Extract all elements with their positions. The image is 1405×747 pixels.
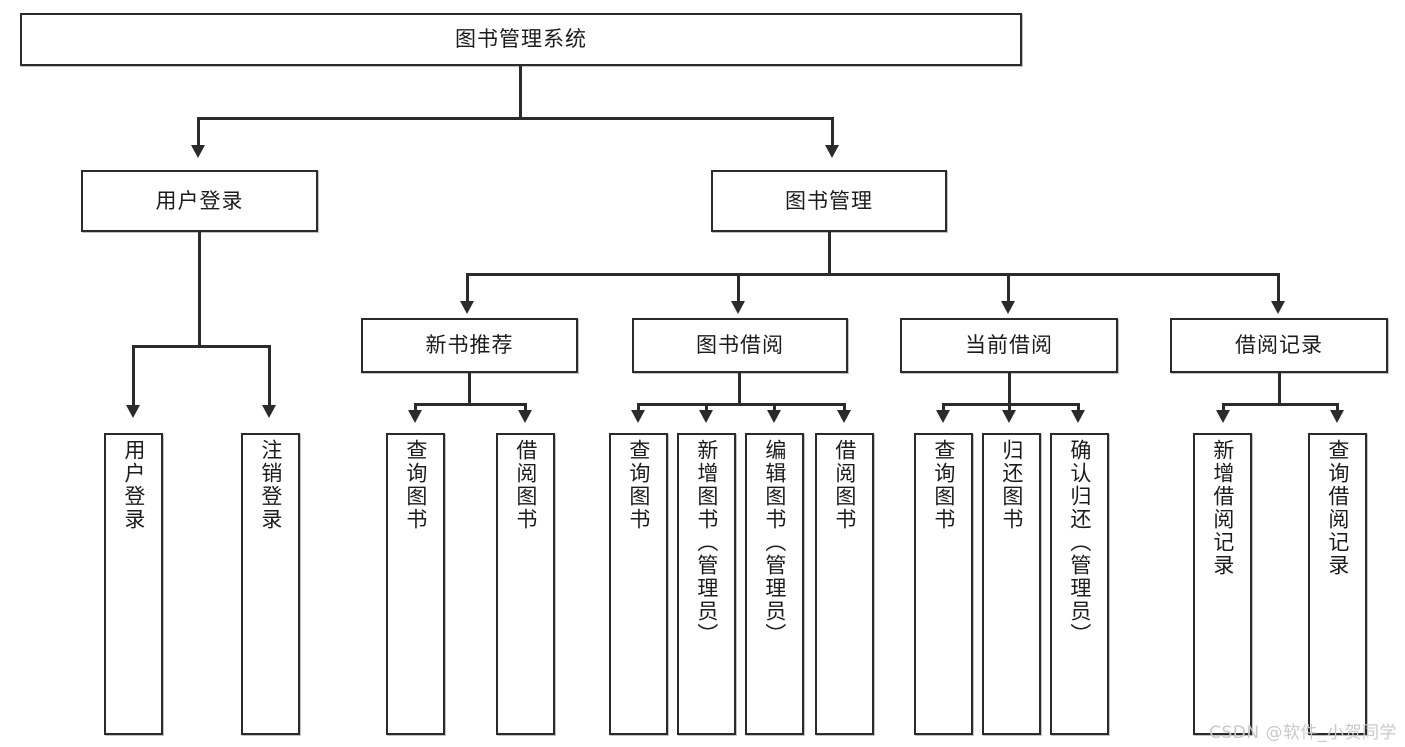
- connector-to-borrow-record: [1277, 273, 1280, 303]
- connector-book-management-stem: [828, 232, 831, 275]
- leaf-label: 新增图书（管理员）: [694, 439, 719, 646]
- connector-borrow-record-branch-1: [1222, 403, 1225, 415]
- node-current-borrow[interactable]: 当前借阅: [900, 318, 1118, 373]
- arrow-user-login-leaf-1: [126, 405, 140, 418]
- arrow-book-borrow-leaf-4: [837, 410, 851, 423]
- connector-new-book-recommend-stem: [468, 373, 471, 406]
- node-user-login[interactable]: 用户登录: [81, 170, 318, 232]
- leaf-label: 新增借阅记录: [1210, 439, 1235, 577]
- arrow-new-book-recommend-leaf-1: [408, 410, 422, 423]
- node-label: 借阅记录: [1235, 333, 1323, 358]
- connector-to-book-borrow: [737, 273, 740, 303]
- leaf-label: 借阅图书: [832, 439, 857, 531]
- leaf-new-book-recommend-query-book[interactable]: 查询图书: [386, 433, 445, 735]
- node-book-borrow[interactable]: 图书借阅: [632, 318, 848, 373]
- arrow-book-borrow-leaf-1: [631, 410, 645, 423]
- connector-user-login-bus: [132, 345, 270, 348]
- connector-root-to-book-management: [831, 117, 834, 147]
- arrow-user-login-leaf-2: [262, 405, 276, 418]
- arrow-book-borrow-leaf-2: [699, 410, 713, 423]
- leaf-label: 注销登录: [258, 439, 283, 531]
- leaf-label: 归还图书: [999, 439, 1024, 531]
- leaf-borrow-record-add-record[interactable]: 新增借阅记录: [1193, 433, 1252, 735]
- arrow-to-book-borrow: [731, 301, 745, 314]
- arrow-new-book-recommend-leaf-2: [518, 410, 532, 423]
- connector-user-login-stem: [198, 232, 201, 348]
- leaf-user-login-logout[interactable]: 注销登录: [241, 433, 300, 735]
- node-label: 图书管理系统: [455, 27, 587, 52]
- connector-new-book-recommend-branch-1: [414, 403, 417, 415]
- leaf-new-book-recommend-borrow-book[interactable]: 借阅图书: [496, 433, 555, 735]
- leaf-label: 编辑图书（管理员）: [762, 439, 787, 646]
- node-root-book-management-system[interactable]: 图书管理系统: [20, 13, 1022, 66]
- csdn-watermark: CSDN @软件_小贺同学: [1209, 723, 1397, 743]
- arrow-root-to-user-login: [191, 145, 205, 158]
- connector-level3-bus: [466, 273, 1280, 276]
- connector-new-book-recommend-bus: [414, 403, 527, 406]
- connector-book-borrow-branch-4: [843, 403, 846, 415]
- arrow-current-borrow-leaf-2: [1002, 410, 1016, 423]
- leaf-label: 确认归还（管理员）: [1067, 439, 1092, 646]
- connector-current-borrow-stem: [1008, 373, 1011, 406]
- connector-current-borrow-branch-3: [1077, 403, 1080, 415]
- connector-borrow-record-bus: [1222, 403, 1339, 406]
- leaf-book-borrow-query-book[interactable]: 查询图书: [609, 433, 668, 735]
- leaf-book-borrow-borrow-book[interactable]: 借阅图书: [815, 433, 874, 735]
- arrow-current-borrow-leaf-3: [1071, 410, 1085, 423]
- connector-root-to-user-login: [197, 117, 200, 147]
- leaf-current-borrow-confirm-return-admin[interactable]: 确认归还（管理员）: [1050, 433, 1109, 735]
- leaf-label: 查询图书: [403, 439, 428, 531]
- connector-user-login-branch-2: [268, 345, 271, 407]
- node-label: 用户登录: [155, 188, 244, 213]
- leaf-current-borrow-return-book[interactable]: 归还图书: [982, 433, 1041, 735]
- arrow-borrow-record-leaf-2: [1330, 410, 1344, 423]
- leaf-label: 借阅图书: [513, 439, 538, 531]
- connector-root-stem: [519, 66, 522, 118]
- node-label: 新书推荐: [425, 333, 514, 358]
- arrow-book-borrow-leaf-3: [767, 410, 781, 423]
- connector-borrow-record-branch-2: [1336, 403, 1339, 415]
- connector-book-borrow-branch-3: [773, 403, 776, 415]
- arrow-root-to-book-management: [825, 145, 839, 158]
- connector-book-borrow-branch-1: [637, 403, 640, 415]
- connector-borrow-record-stem: [1278, 373, 1281, 406]
- node-label: 图书借阅: [696, 333, 784, 358]
- node-borrow-record[interactable]: 借阅记录: [1170, 318, 1388, 373]
- leaf-label: 查询图书: [931, 439, 956, 531]
- leaf-borrow-record-query-record[interactable]: 查询借阅记录: [1308, 433, 1367, 735]
- connector-book-borrow-branch-2: [705, 403, 708, 415]
- node-label: 图书管理: [785, 188, 873, 213]
- connector-to-new-book-recommend: [466, 273, 469, 303]
- connector-user-login-branch-1: [132, 345, 135, 407]
- connector-book-borrow-stem: [738, 373, 741, 406]
- arrow-to-new-book-recommend: [460, 301, 474, 314]
- leaf-label: 用户登录: [121, 439, 146, 531]
- leaf-current-borrow-query-book[interactable]: 查询图书: [914, 433, 973, 735]
- node-label: 当前借阅: [965, 333, 1053, 358]
- leaf-book-borrow-add-book-admin[interactable]: 新增图书（管理员）: [677, 433, 736, 735]
- leaf-book-borrow-edit-book-admin[interactable]: 编辑图书（管理员）: [745, 433, 804, 735]
- leaf-label: 查询图书: [626, 439, 651, 531]
- connector-current-borrow-bus: [942, 403, 1080, 406]
- arrow-to-borrow-record: [1271, 301, 1285, 314]
- arrow-borrow-record-leaf-1: [1216, 410, 1230, 423]
- node-book-management[interactable]: 图书管理: [711, 170, 947, 232]
- connector-book-borrow-bus: [637, 403, 846, 406]
- connector-to-current-borrow: [1007, 273, 1010, 303]
- connector-current-borrow-branch-1: [942, 403, 945, 415]
- node-new-book-recommend[interactable]: 新书推荐: [361, 318, 578, 373]
- connector-root-bus: [197, 117, 834, 120]
- arrow-to-current-borrow: [1001, 301, 1015, 314]
- leaf-user-login-login[interactable]: 用户登录: [104, 433, 163, 735]
- leaf-label: 查询借阅记录: [1325, 439, 1350, 577]
- connector-new-book-recommend-branch-2: [524, 403, 527, 415]
- arrow-current-borrow-leaf-1: [936, 410, 950, 423]
- connector-current-borrow-branch-2: [1008, 403, 1011, 415]
